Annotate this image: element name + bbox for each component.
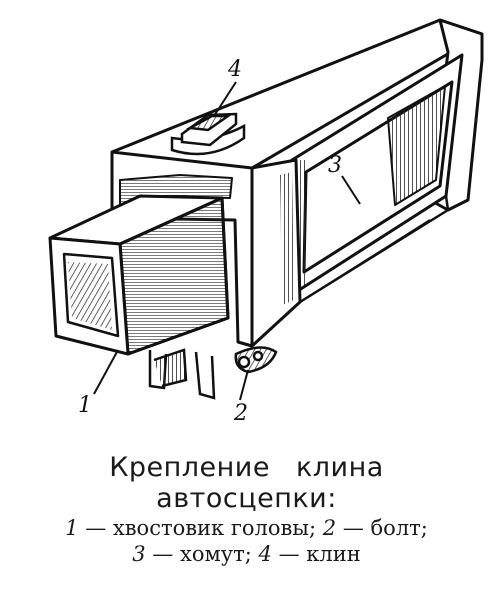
- coupler-wedge-diagram: 1 2 3 4: [48, 18, 484, 426]
- legend-dash-2: —: [342, 516, 364, 541]
- caption-title-line2: автосцепки:: [156, 483, 337, 515]
- caption-legend-line2: 3 — хомут; 4 — клин: [0, 542, 493, 566]
- caption-legend-line1: 1 — хвостовик головы; 2 — болт;: [0, 516, 493, 540]
- legend-text-2: болт;: [370, 516, 428, 541]
- legend-text-4: клин: [306, 542, 361, 567]
- leader-4: [213, 81, 237, 117]
- legend-num-4: 4: [258, 542, 272, 567]
- legend-num-1: 1: [65, 516, 79, 541]
- coupler-shank: [48, 194, 230, 356]
- caption-title-word-2: клина: [295, 452, 384, 483]
- bolt-and-lugs: [148, 346, 278, 400]
- callout-4: 4: [227, 57, 242, 82]
- leader-1: [93, 349, 119, 395]
- legend-dash-3: —: [152, 542, 174, 567]
- caption-title-word-1: Крепление: [109, 452, 270, 483]
- callout-2: 2: [233, 401, 248, 426]
- legend-text-1: хвостовик головы;: [112, 516, 317, 541]
- figure-caption: Крепление клина автосцепки: 1 — хвостовик…: [0, 452, 493, 566]
- legend-text-3: хомут;: [179, 542, 252, 567]
- leader-3: [341, 175, 361, 205]
- wedge: [170, 112, 246, 156]
- legend-num-3: 3: [132, 542, 146, 567]
- leader-lines: [93, 81, 361, 401]
- callout-labels: 1 2 3 4: [78, 57, 342, 426]
- caption-title-line1: Крепление клина: [0, 452, 493, 483]
- callout-3: 3: [328, 153, 342, 178]
- legend-num-2: 2: [322, 516, 337, 541]
- legend-dash-1: —: [85, 516, 107, 541]
- leader-2: [239, 369, 249, 401]
- legend-dash-4: —: [278, 542, 300, 567]
- callout-1: 1: [78, 393, 92, 418]
